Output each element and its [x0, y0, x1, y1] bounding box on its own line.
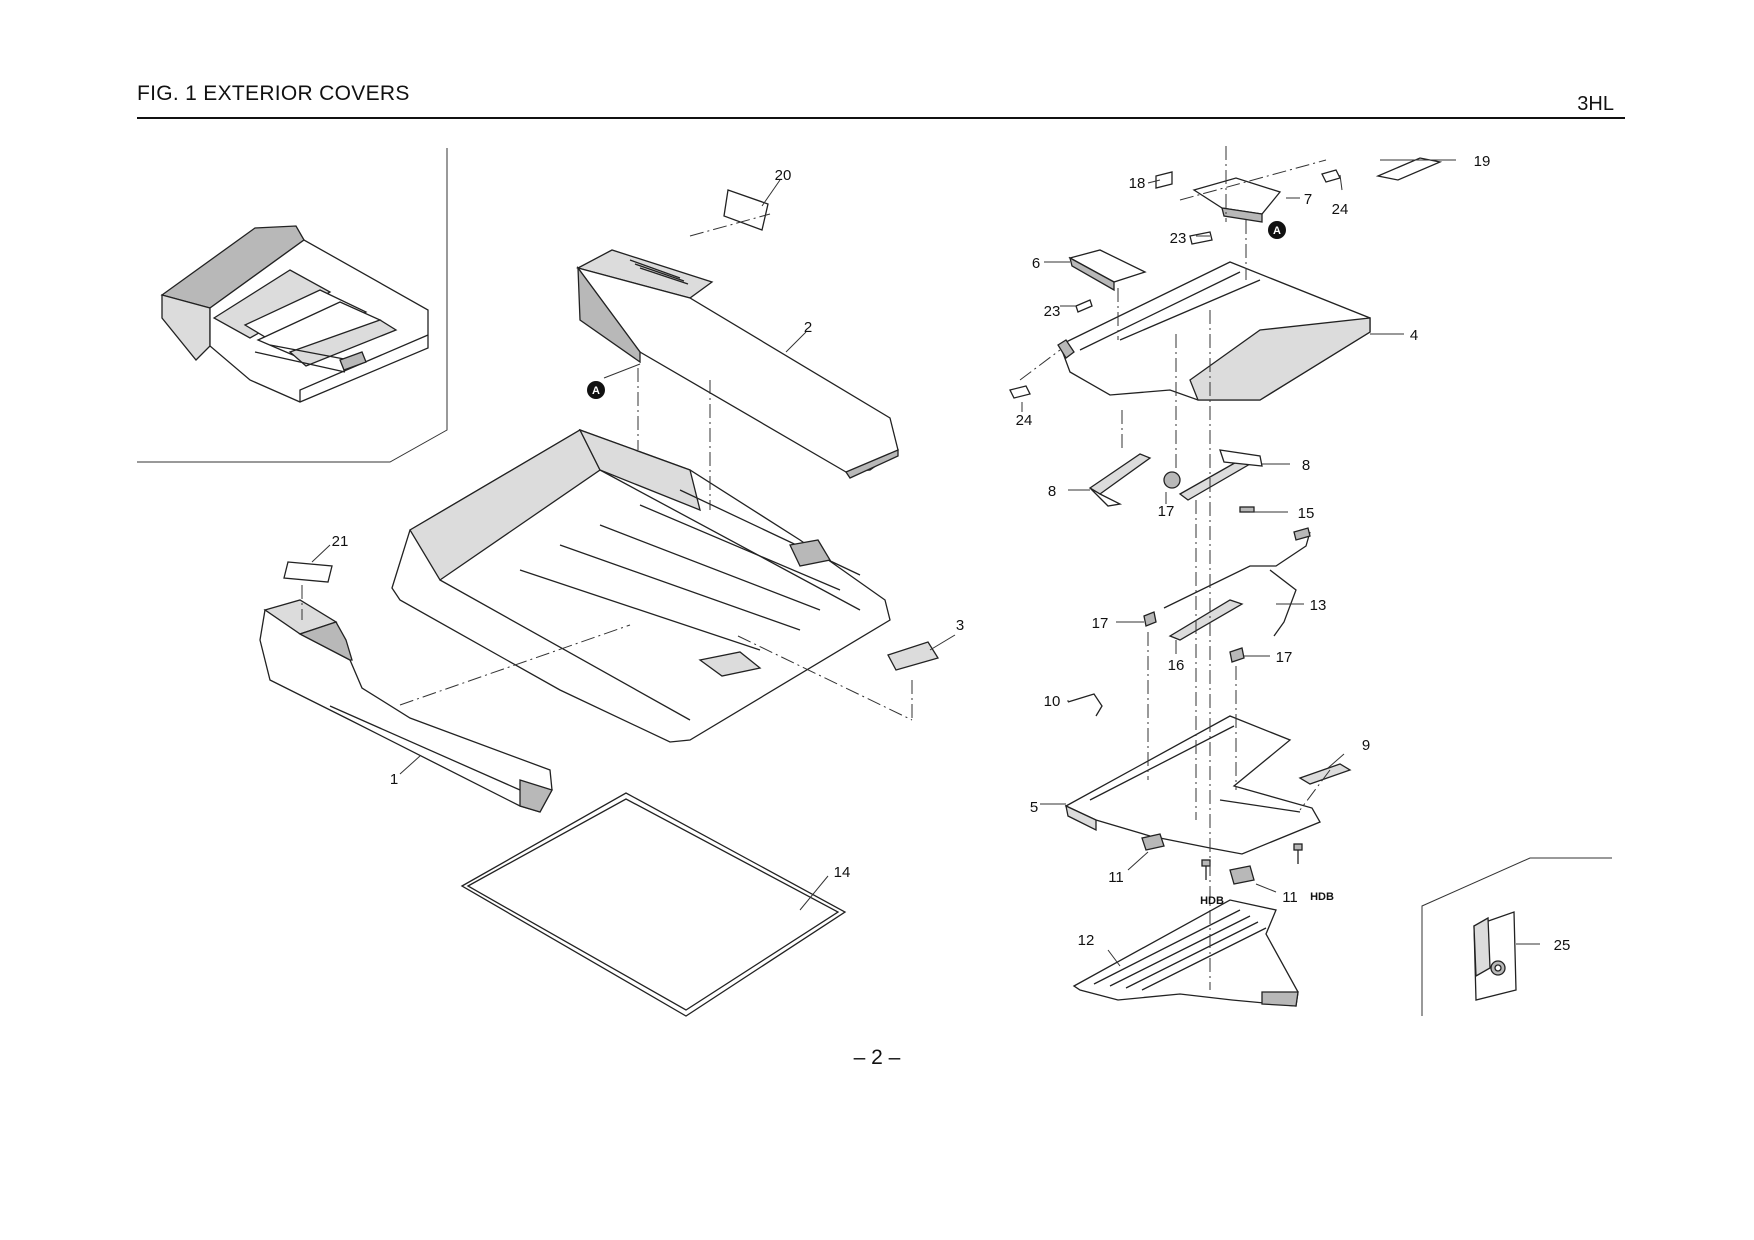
label-17-right: 17: [1276, 649, 1293, 666]
label-5: 5: [1030, 799, 1038, 816]
figure-title: FIG. 1 EXTERIOR COVERS: [137, 82, 410, 105]
part-1-front-cover: [259, 599, 553, 813]
label-8-right: 8: [1302, 457, 1310, 474]
leader-lines: [311, 159, 1540, 967]
label-6: 6: [1032, 255, 1040, 272]
label-11-left: 11: [1108, 869, 1124, 886]
label-13: 13: [1310, 597, 1327, 614]
label-18: 17: [1158, 503, 1175, 520]
part-8-rail-left: [1088, 453, 1152, 495]
part-7-guide: [1192, 177, 1282, 215]
part-10-lever: [1067, 693, 1103, 717]
label-9: 9: [1362, 737, 1370, 754]
label-8-left: 8: [1048, 483, 1056, 500]
label-22: 21: [332, 533, 349, 550]
part-16-sensor-bar: [1168, 599, 1244, 641]
label-14: 14: [834, 864, 851, 881]
part-11-pad-left: [1141, 833, 1165, 851]
inset-part-25: [1421, 857, 1612, 1016]
label-21: 20: [775, 167, 792, 184]
label-4: 4: [1410, 327, 1418, 344]
label-2: 2: [804, 319, 812, 336]
part-4-document-tray: [1057, 261, 1371, 401]
part-11-pad-right: [1229, 865, 1255, 885]
part-21-label-sheet: [723, 189, 769, 231]
part-18-gear: [1163, 471, 1181, 489]
model-code: 3HL: [1577, 93, 1614, 115]
label-23-top: 23: [1170, 230, 1187, 247]
label-19: 18: [1129, 175, 1146, 192]
label-10: 10: [1044, 693, 1061, 710]
screw-label-hdb-left: HDB: [1200, 895, 1224, 907]
label-20: 19: [1474, 153, 1491, 170]
part-3-plate: [887, 641, 940, 671]
label-17-left: 17: [1092, 615, 1109, 632]
part-22-label-sheet: [283, 561, 333, 583]
label-23: 23: [1044, 303, 1061, 320]
part-5-lower-tray: [1064, 715, 1321, 855]
main-chassis: [391, 428, 891, 743]
label-7: 7: [1304, 191, 1312, 208]
part-17-clip-right: [1229, 647, 1245, 663]
label-15: 15: [1298, 505, 1315, 522]
label-3: 3: [956, 617, 964, 634]
reference-marker-a: A A: [587, 221, 1286, 399]
label-25: 25: [1554, 937, 1571, 954]
part-12-bottom-tray: [1072, 899, 1299, 1007]
part-17-clip-left: [1143, 611, 1157, 627]
header-rule: [137, 117, 1625, 119]
part-15-spring: [1239, 506, 1255, 513]
svg-text:A: A: [592, 385, 600, 397]
label-1: 1: [390, 771, 398, 788]
label-12: 12: [1078, 932, 1095, 949]
part-13-harness: [1163, 531, 1311, 609]
assembled-unit-inset: [137, 148, 448, 463]
label-16: 16: [1168, 657, 1185, 674]
part-14-sheet: [460, 792, 847, 1017]
part-2-top-cover: [576, 249, 899, 479]
screw-label-hdb-right: HDB: [1310, 891, 1334, 903]
part-number-labels: 20 2 21 3 1 14 18 19 7 24 23 6 23 4 24 8…: [332, 153, 1571, 954]
svg-text:A: A: [1273, 225, 1281, 237]
page-number: – 2 –: [853, 1046, 901, 1069]
label-24-top: 24: [1332, 201, 1349, 218]
part-9-stopper: [1298, 763, 1352, 785]
label-24: 24: [1016, 412, 1033, 429]
label-11-right: 11: [1282, 889, 1298, 906]
part-8-rail-right: [1178, 459, 1252, 501]
